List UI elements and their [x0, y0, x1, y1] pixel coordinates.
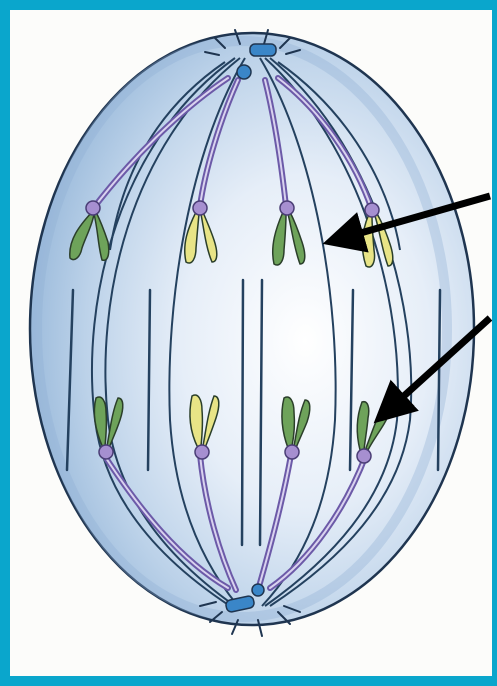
anaphase-diagram [10, 10, 492, 676]
centriole-icon [250, 44, 276, 56]
centriole-icon [237, 65, 251, 79]
centriole-icon [252, 584, 264, 596]
figure-frame [10, 10, 492, 676]
